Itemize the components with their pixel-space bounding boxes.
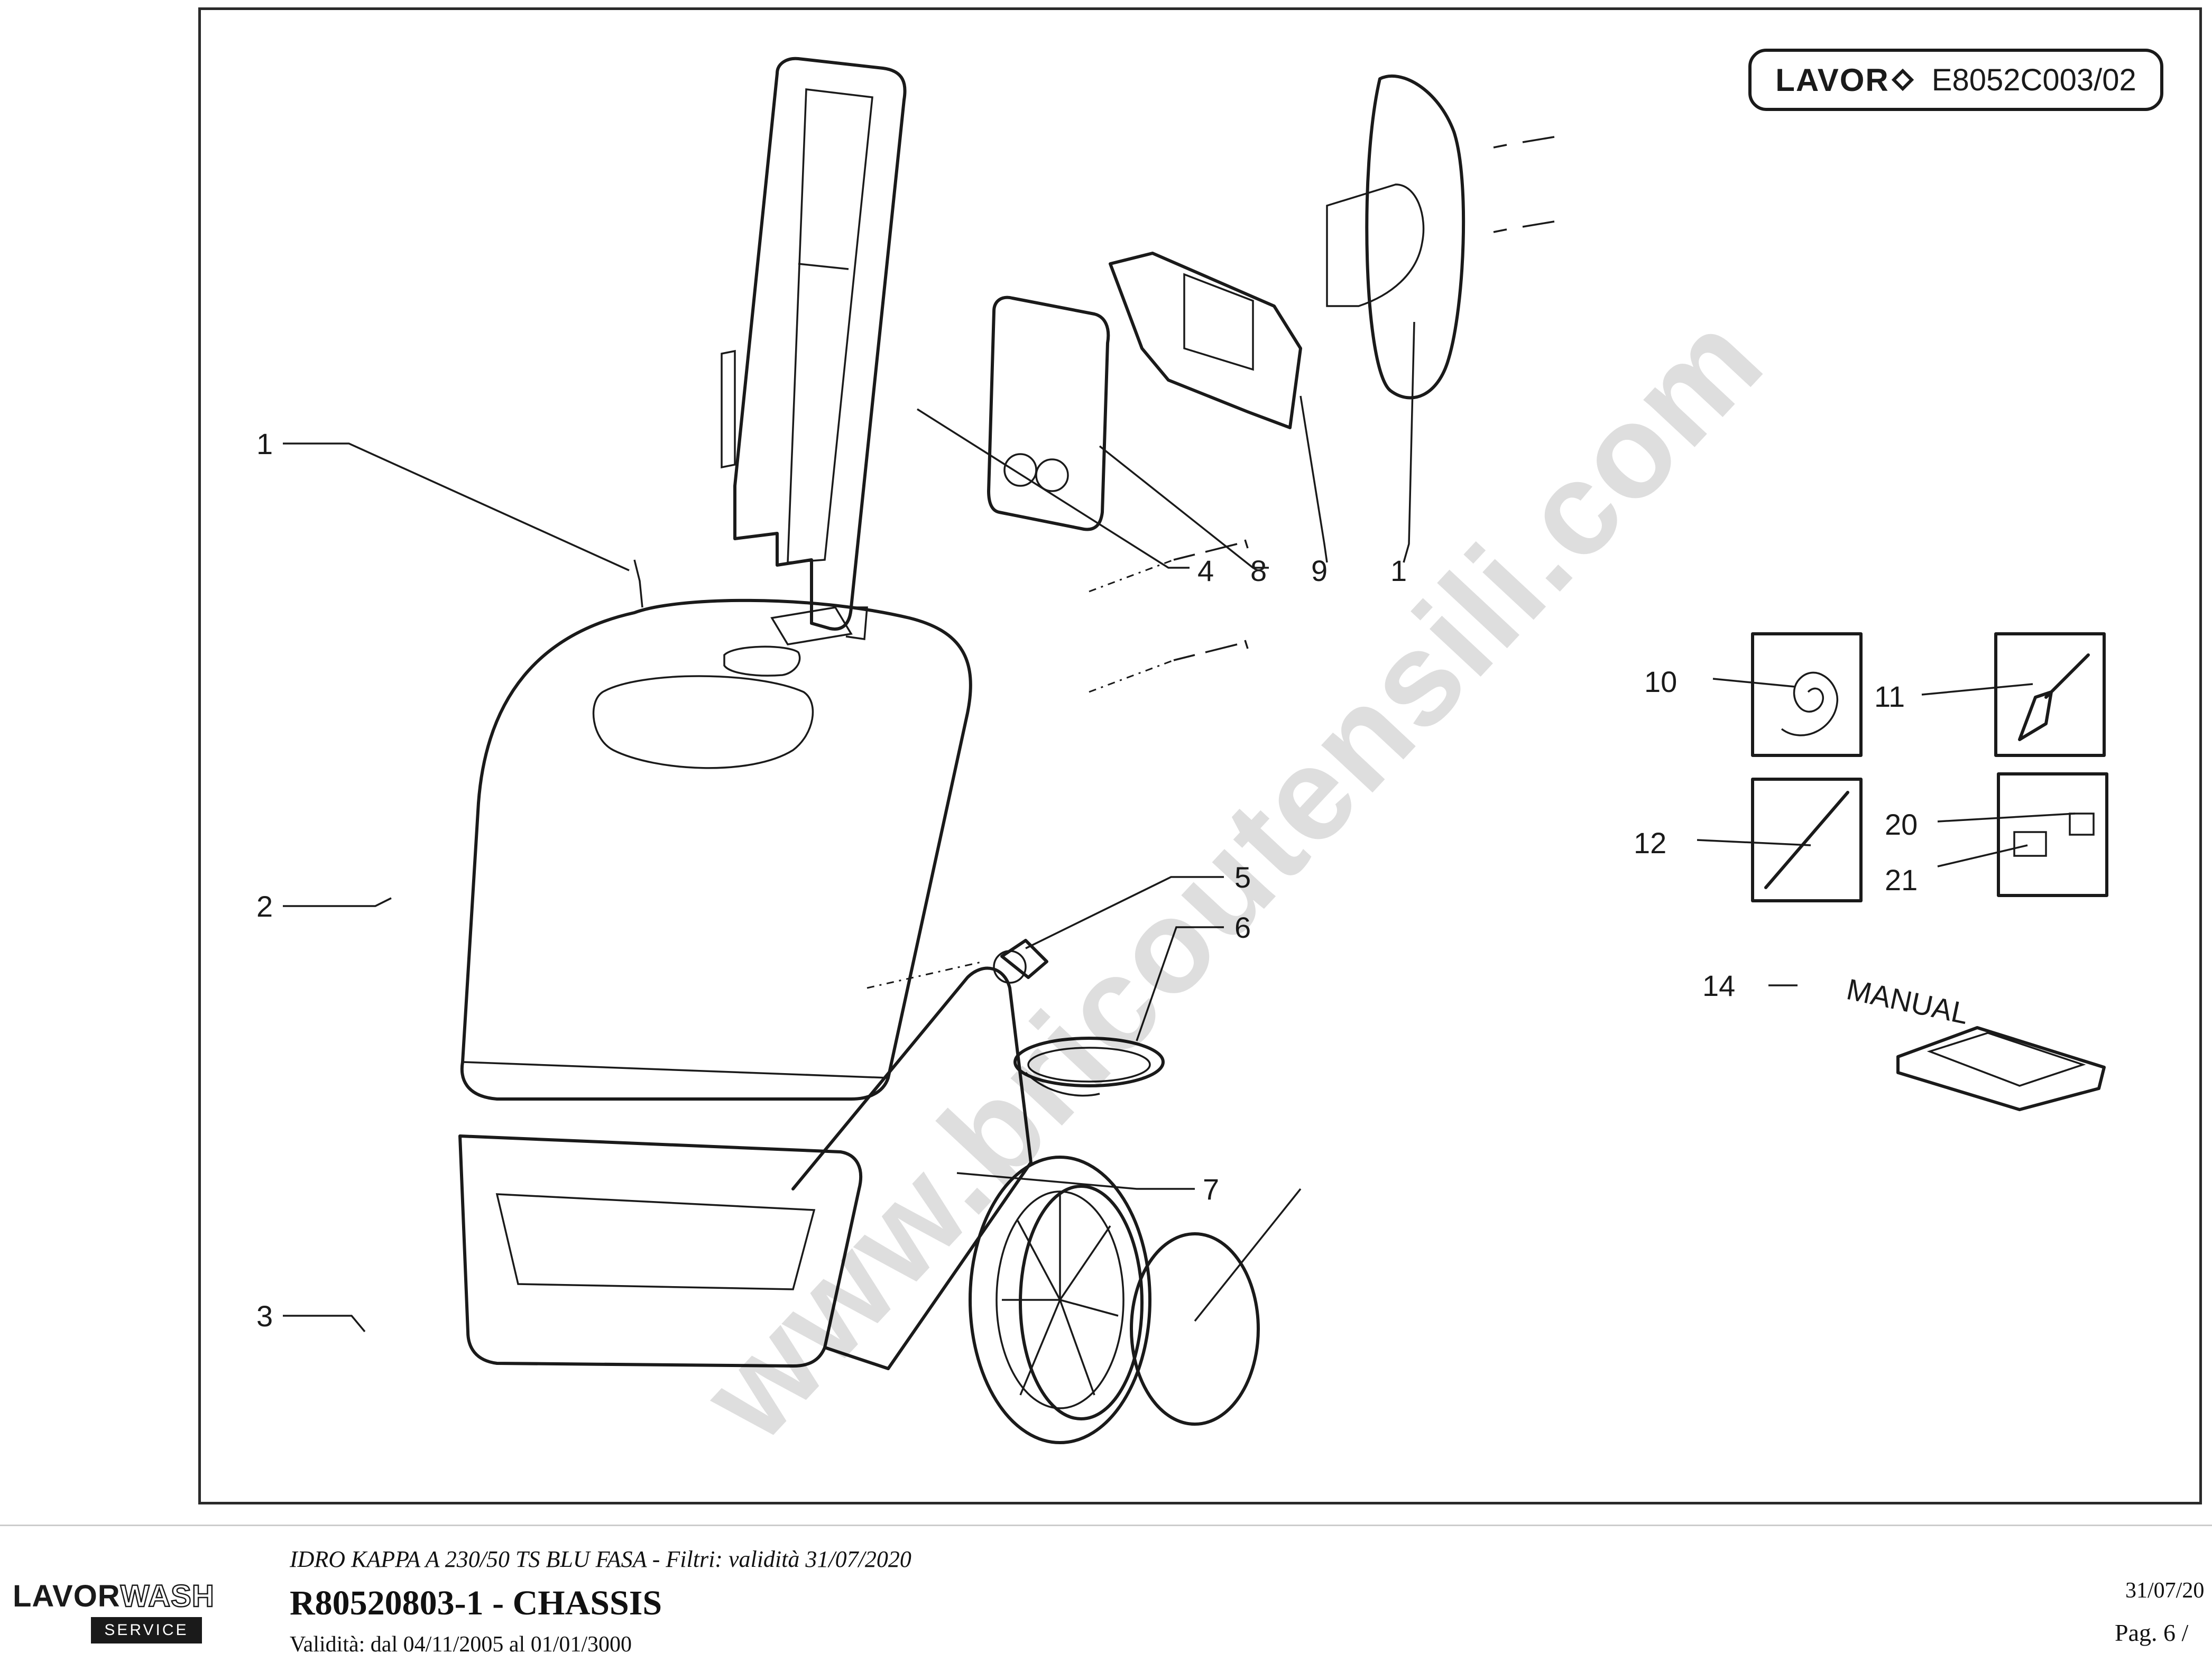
callout-9: 9 [1311,554,1328,587]
bracket-part [1109,252,1302,429]
footer-divider [0,1525,2212,1526]
callout-11: 11 [1874,680,1905,713]
manual-booklet-14 [1896,1026,2106,1111]
badge-brand: LAVOR [1775,62,1890,98]
callout-2: 2 [256,890,273,923]
brand-code-badge: LAVOR E8052C003/02 [1748,49,2163,111]
callout-4: 4 [1197,554,1214,587]
footer-date: 31/07/20 [2125,1578,2205,1603]
logo-wash-text: WASH [119,1578,215,1614]
exploded-parts-drawing: 1 2 3 4 8 9 1 5 6 7 10 11 12 20 21 14 MA… [256,57,2108,1444]
screws [633,136,1555,693]
callout-21: 21 [1885,863,1918,897]
accessory-box-11 [1994,632,2106,757]
body-shell-part [460,598,972,1101]
accessory-box-12 [1751,778,1863,902]
base-tray-part [458,966,1033,1370]
model-line: IDRO KAPPA A 230/50 TS BLU FASA - Filtri… [290,1546,911,1572]
callout-12: 12 [1634,826,1666,860]
callout-5: 5 [1234,861,1251,894]
handle-frame-part [721,57,907,640]
logo-lavor-text: LAVOR [13,1579,121,1613]
hose-hook-part [1326,75,1466,400]
callout-6: 6 [1234,911,1251,944]
diamond-icon [1891,68,1914,91]
lavor-logo: LAVOR [1775,62,1914,98]
page-number: Pag. 6 / [2115,1619,2189,1646]
callout-1-right: 1 [1390,554,1407,587]
leader-lines [283,321,2076,1333]
callout-3: 3 [256,1299,273,1333]
callout-20: 20 [1885,808,1918,841]
callout-7: 7 [1203,1172,1219,1206]
callout-8: 8 [1250,554,1267,587]
watermark-text: www.bricoutensili.com [674,285,1791,1467]
control-panel-part [987,296,1110,531]
accessory-box-20-21 [1997,772,2108,897]
adapter-and-cable-parts [867,939,1165,1097]
callout-1-left: 1 [256,427,273,460]
watermark: www.bricoutensili.com [674,285,1791,1467]
callout-14: 14 [1702,969,1735,1002]
drawing-code: E8052C003/02 [1931,62,2136,97]
exploded-diagram-frame: 1 2 3 4 8 9 1 5 6 7 10 11 12 20 21 14 MA… [198,7,2202,1504]
accessory-box-10 [1751,632,1863,757]
callout-10: 10 [1644,665,1677,698]
page-title: R80520803-1 - CHASSIS [290,1584,662,1622]
validity-line: Validità: dal 04/11/2005 al 01/01/3000 [290,1632,632,1657]
wheel-part [969,1156,1260,1444]
logo-service-text: SERVICE [91,1617,202,1643]
